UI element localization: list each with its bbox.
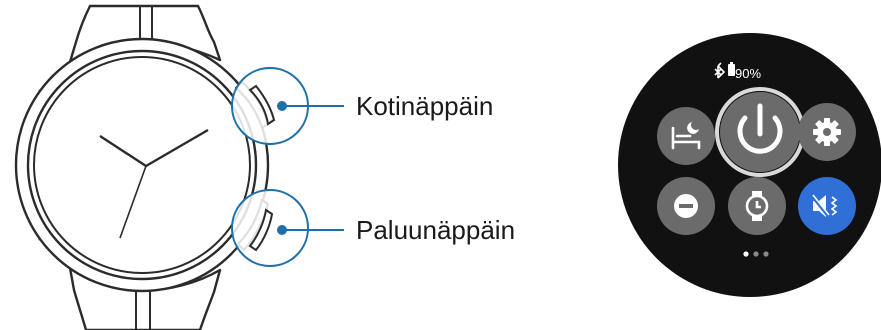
page-dot — [763, 251, 769, 257]
watch-screen — [33, 56, 251, 274]
watch-only-button[interactable] — [728, 177, 786, 235]
back-key-callout-circle — [231, 189, 309, 267]
sound-mute-vibrate-button[interactable] — [798, 177, 856, 235]
sound-mute-vibrate-icon — [810, 194, 838, 217]
power-button[interactable] — [715, 87, 805, 177]
bedtime-mode-icon — [671, 122, 701, 150]
home-key-detail — [248, 84, 276, 126]
back-key-detail — [248, 208, 274, 252]
watch-case — [14, 37, 270, 293]
bluetooth-icon — [714, 62, 726, 79]
battery-percentage: 90% — [735, 66, 762, 81]
page-indicator — [743, 251, 769, 257]
settings-button[interactable] — [798, 103, 856, 161]
quick-panel-screen — [618, 33, 881, 297]
page-dot — [753, 251, 759, 257]
back-key-label: Paluunäppäin — [356, 215, 516, 245]
power-icon — [737, 103, 783, 154]
do-not-disturb-icon — [674, 194, 698, 218]
watch-illustration — [14, 4, 270, 330]
watch-only-icon — [745, 191, 769, 221]
watch-strap-top-seam — [139, 6, 153, 42]
do-not-disturb-button[interactable] — [657, 177, 715, 235]
bedtime-mode-button[interactable] — [657, 107, 715, 165]
watch-bezel — [26, 49, 258, 281]
home-key-callout — [231, 67, 344, 145]
settings-gear-icon — [813, 118, 841, 146]
battery-icon — [728, 62, 735, 76]
watch-hand-second — [119, 165, 147, 239]
back-key-callout — [231, 189, 344, 267]
watch-strap-bottom-seam — [135, 290, 151, 330]
page-dot-active — [743, 251, 749, 257]
home-key-label: Kotinäppäin — [356, 91, 494, 121]
